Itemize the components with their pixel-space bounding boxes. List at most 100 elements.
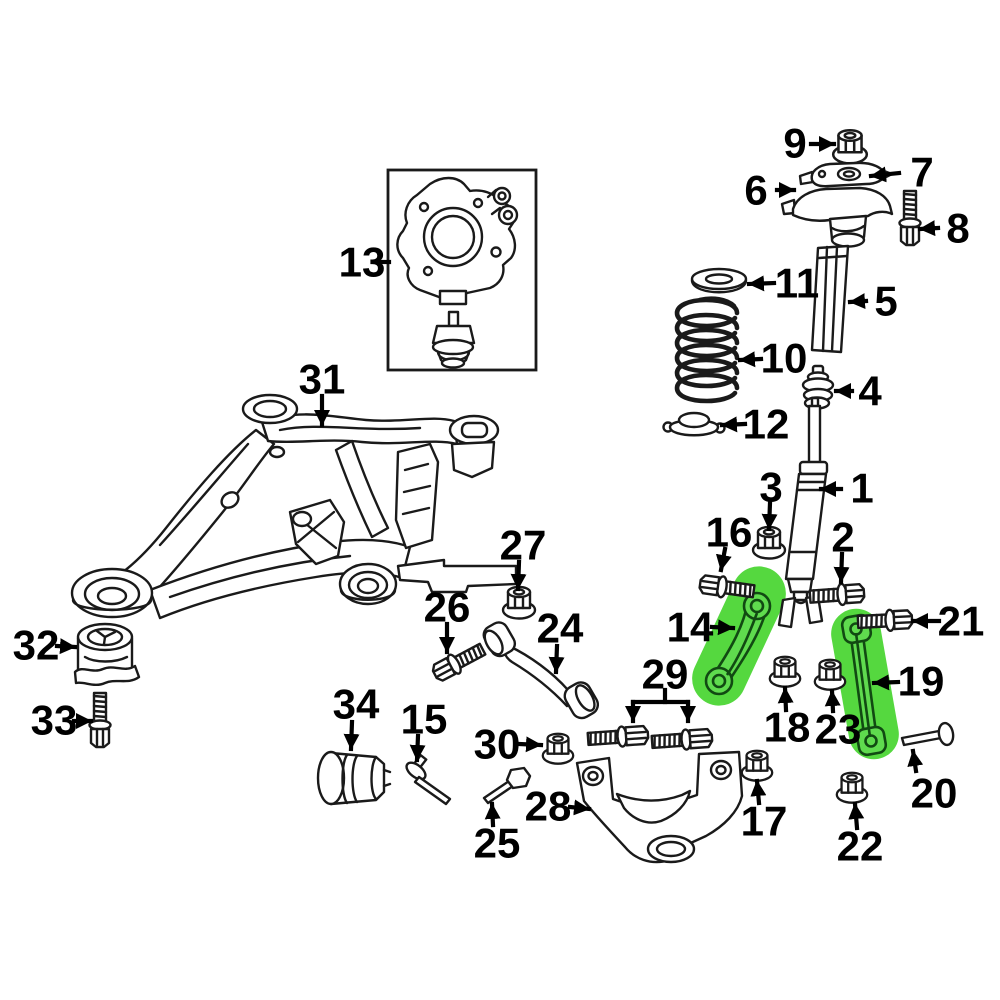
callout-arrow: [917, 220, 941, 237]
part-10-coil-spring: [674, 296, 740, 404]
callout-arrow: [848, 801, 865, 831]
callout-arrow: [484, 801, 501, 828]
callout-33: 33: [31, 697, 94, 744]
part-30-nut: [541, 732, 575, 765]
part-number-label: 14: [667, 604, 714, 651]
part-number-label: 7: [910, 149, 933, 196]
callout-29: 29: [625, 651, 696, 724]
callout-arrow: [709, 619, 736, 636]
callout-14: 14: [667, 604, 736, 651]
part-25-bolt: [482, 766, 532, 805]
callout-19: 19: [871, 658, 945, 705]
callout-27: 27: [500, 522, 547, 592]
part-17-nut: [740, 749, 774, 782]
part-number-label: 8: [946, 205, 969, 252]
part-8-bolt: [898, 189, 922, 247]
part-number-label: 22: [837, 823, 884, 870]
part-13-knuckle-box: [386, 168, 538, 372]
part-number-label: 27: [500, 522, 547, 569]
callout-arrow: [737, 351, 764, 368]
callout-5: 5: [847, 278, 898, 325]
part-number-label: 26: [424, 584, 471, 631]
part-number-label: 25: [474, 820, 521, 867]
part-number-label: 9: [783, 120, 806, 167]
part-34-bushing: [316, 750, 392, 806]
callout-arrow: [777, 685, 794, 713]
part-number-label: 20: [911, 770, 958, 817]
callout-arrow: [567, 799, 592, 816]
callout-arrow: [516, 736, 544, 753]
callout-arrow: [761, 500, 778, 532]
part-number-label: 1: [850, 465, 873, 512]
callout-arrow: [907, 748, 924, 774]
callout-26: 26: [424, 584, 471, 655]
part-number-label: 3: [759, 464, 782, 511]
callout-7: 7: [868, 149, 934, 196]
callout-3: 3: [759, 464, 783, 532]
callout-17: 17: [741, 778, 788, 845]
callout-4: 4: [833, 368, 882, 415]
callout-arrow: [343, 719, 360, 752]
part-29-bolt-b: [650, 726, 714, 754]
part-number-label: 4: [858, 368, 882, 415]
callout-8: 8: [917, 205, 970, 252]
part-12-lower-spring-isolator: [662, 411, 726, 437]
callout-15: 15: [401, 696, 448, 763]
callout-arrow: [54, 638, 78, 655]
part-11-upper-spring-seat: [690, 267, 748, 294]
callout-1: 1: [818, 465, 874, 512]
part-number-label: 15: [401, 696, 448, 743]
callout-10: 10: [737, 335, 808, 382]
callout-23: 23: [815, 688, 862, 753]
callout-34: 34: [333, 681, 380, 752]
callout-arrow: [871, 674, 901, 691]
part-number-label: 32: [13, 622, 60, 669]
part-number-label: 16: [706, 509, 753, 556]
callout-6: 6: [744, 167, 797, 214]
callout-arrow: [750, 778, 767, 806]
callout-arrow: [719, 416, 748, 433]
part-29-bolt-a: [586, 723, 650, 751]
callout-arrow: [868, 166, 902, 183]
callout-16: 16: [706, 509, 753, 573]
part-19-link-highlighted: [831, 608, 899, 760]
part-24-curved-link: [482, 621, 600, 720]
callout-arrow: [510, 559, 527, 592]
part-number-label: 18: [764, 704, 811, 751]
part-1-shock-absorber: [777, 396, 829, 629]
part-number-label: 10: [761, 335, 808, 382]
part-number-label: 2: [831, 514, 854, 561]
callout-12: 12: [719, 401, 790, 448]
part-26-bolt: [428, 638, 489, 685]
callout-arrow: [824, 688, 841, 714]
part-23-nut: [813, 658, 847, 691]
part-9-nut-position: [831, 128, 869, 165]
part-6-upper-mount: [780, 186, 894, 248]
part-31-subframe: [70, 393, 518, 620]
callout-arrow: [746, 275, 777, 292]
part-number-label: 11: [775, 260, 819, 307]
callout-22: 22: [837, 801, 884, 870]
part-number-label: 30: [474, 721, 521, 768]
part-18-nut: [768, 655, 802, 688]
part-number-label: 24: [537, 605, 584, 652]
callout-31: 31: [299, 356, 345, 428]
part-number-label: 34: [333, 681, 380, 728]
part-number-label: 17: [741, 798, 788, 845]
part-number-label: 23: [815, 706, 862, 753]
part-5-dust-shield: [810, 244, 850, 354]
callout-25: 25: [474, 801, 521, 867]
part-number-label: 33: [31, 697, 78, 744]
part-number-label: 19: [898, 658, 945, 705]
inset-box: [386, 168, 538, 372]
part-7-retainer-plate: [798, 161, 894, 188]
part-15-bolt: [405, 754, 452, 806]
callout-arrow: [548, 643, 565, 675]
part-28-lower-control-arm: [575, 750, 744, 864]
callout-arrow: [833, 551, 850, 585]
part-20-bolt: [900, 721, 955, 747]
callout-9: 9: [783, 120, 837, 167]
part-number-label: 12: [743, 401, 790, 448]
